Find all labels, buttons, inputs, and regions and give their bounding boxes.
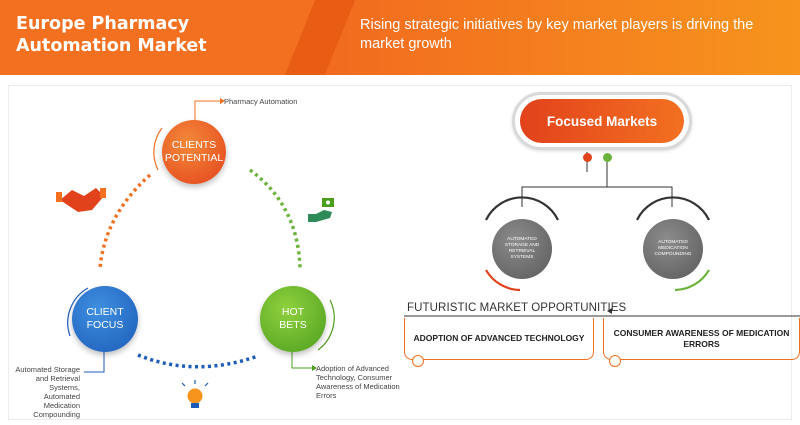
focused-market-label: AUTOMATED STORAGE AND RETRIEVAL SYSTEMS <box>492 219 552 279</box>
focused-market-item: AUTOMATED STORAGE AND RETRIEVAL SYSTEMS <box>480 207 564 291</box>
opportunity-marker <box>412 355 424 367</box>
futuristic-title: FUTURISTIC MARKET OPPORTUNITIES <box>407 302 627 314</box>
connector-dot-green <box>603 153 612 162</box>
lightbulb-icon <box>181 380 209 408</box>
handshake-icon <box>56 188 106 215</box>
hot-bets-circle: HOT BETS <box>260 286 326 352</box>
opportunity-card: CONSUMER AWARENESS OF MEDICATION ERRORS <box>603 318 800 360</box>
connector-dot-red <box>583 153 592 162</box>
opportunity-marker <box>609 355 621 367</box>
page-subtitle: Rising strategic initiatives by key mark… <box>360 17 754 52</box>
focused-market-item: AUTOMATED MEDICATION COMPOUNDING <box>631 207 715 291</box>
hot-bets-note: Adoption of Advanced Technology, Consume… <box>316 364 400 400</box>
focused-markets-title: Focused Markets <box>520 99 684 143</box>
hand-money-icon <box>308 198 334 222</box>
client-focus-circle: CLIENT FOCUS <box>72 286 138 352</box>
opportunity-card: ADOPTION OF ADVANCED TECHNOLOGY <box>404 318 594 360</box>
header-right-panel <box>318 0 800 75</box>
content-frame <box>8 85 792 420</box>
page-title: Europe Pharmacy Automation Market <box>16 14 207 56</box>
header-banner: Europe Pharmacy Automation Market Rising… <box>0 0 800 75</box>
clients-potential-note: Pharmacy Automation <box>224 97 298 106</box>
focused-market-label: AUTOMATED MEDICATION COMPOUNDING <box>643 219 703 279</box>
client-focus-note: Automated Storage and Retrieval Systems,… <box>15 365 80 419</box>
clients-potential-circle: CLIENTS POTENTIAL <box>162 120 226 184</box>
